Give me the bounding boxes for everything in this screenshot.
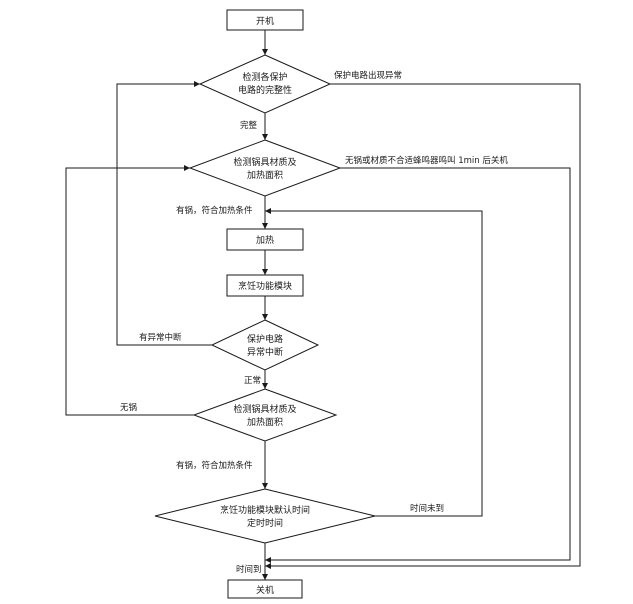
edge-label-normal: 正常 xyxy=(244,375,261,386)
time-check-label-1: 烹饪功能模块默认时间 xyxy=(220,504,310,516)
edge-label-no-pot-alarm: 无锅或材质不合适蜂鸣器鸣叫 1min 后关机 xyxy=(345,155,508,166)
arrow-icon xyxy=(262,49,268,55)
edge-label-abnormal-interrupt: 有异常中断 xyxy=(139,332,182,343)
heating-label: 加热 xyxy=(256,234,274,246)
arrow-icon xyxy=(262,483,268,489)
check-pot2-decision xyxy=(192,388,338,442)
cooking-module-label: 烹饪功能模块 xyxy=(238,280,292,292)
check-pot-label-2: 加热面积 xyxy=(247,169,283,181)
arrow-icon xyxy=(265,563,271,569)
protect-abnormal-decision xyxy=(210,319,320,371)
edge-label-complete: 完整 xyxy=(240,120,258,131)
arrow-icon xyxy=(265,557,271,563)
arrow-icon xyxy=(262,269,268,275)
edge-no-pot-loop xyxy=(65,167,194,416)
arrow-icon xyxy=(262,574,268,580)
edge-label-no-pot: 无锅 xyxy=(120,402,137,413)
arrow-icon xyxy=(262,223,268,229)
protect-abnormal-label-1: 保护电路 xyxy=(247,333,283,345)
check-protect-label-1: 检测各保护 xyxy=(242,71,287,83)
edge-abnormal-loop xyxy=(116,83,212,346)
arrow-icon xyxy=(262,383,268,389)
check-protect-label-2: 电路的完整性 xyxy=(238,84,292,96)
edge-label-has-pot-1: 有锅，符合加热条件 xyxy=(176,205,253,216)
arrow-icon xyxy=(262,314,268,320)
arrow-icon xyxy=(265,208,271,214)
arrow-icon xyxy=(194,81,200,87)
shutdown-label: 关机 xyxy=(256,584,274,596)
edge-protect-fault-to-shutdown xyxy=(265,83,581,567)
arrow-icon xyxy=(262,134,268,140)
protect-abnormal-label-2: 异常中断 xyxy=(247,346,283,358)
check-protect-decision xyxy=(198,54,332,114)
check-pot-label-1: 检测锅具材质及 xyxy=(233,156,296,168)
edge-label-has-pot-2: 有锅，符合加热条件 xyxy=(176,460,253,471)
time-check-decision xyxy=(154,488,376,544)
time-check-label-2: 定时时间 xyxy=(247,517,283,529)
check-pot2-label-2: 加热面积 xyxy=(247,416,283,428)
edge-label-protect-fault: 保护电路出现异常 xyxy=(334,70,402,81)
start-label: 开机 xyxy=(256,15,274,27)
check-pot-decision xyxy=(188,139,342,197)
check-pot2-label-1: 检测锅具材质及 xyxy=(233,403,296,415)
edge-label-time-not-reached: 时间未到 xyxy=(410,503,444,514)
edge-time-not-reached-loop xyxy=(265,210,483,517)
arrow-icon xyxy=(184,165,190,171)
edge-label-time-reached: 时间到 xyxy=(236,564,262,575)
edge-no-pot-alarm-to-shutdown xyxy=(265,167,571,561)
